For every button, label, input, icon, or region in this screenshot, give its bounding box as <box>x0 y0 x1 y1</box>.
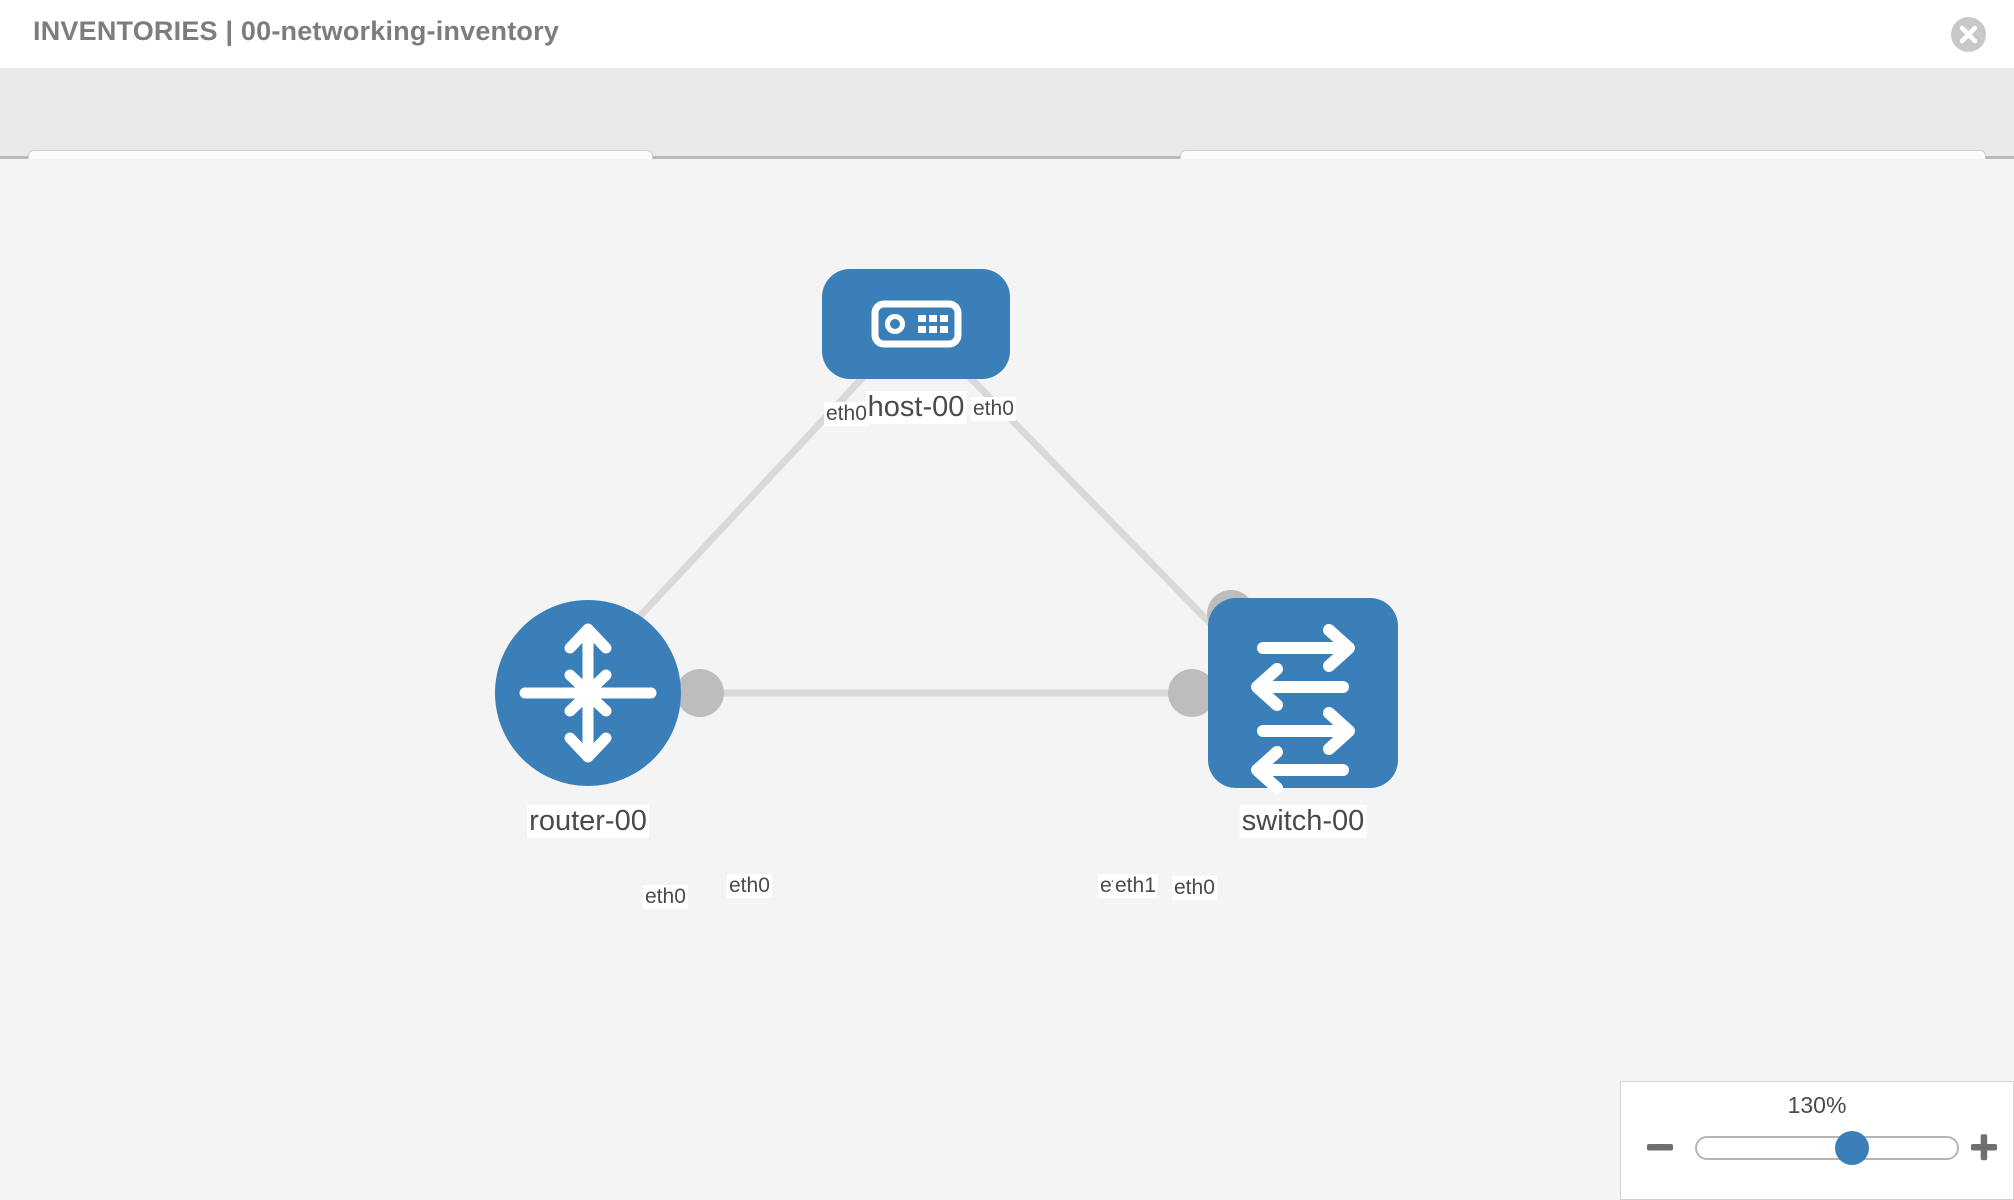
node-label-router-00: router-00 <box>527 805 649 839</box>
if-label-router-right: eth0 <box>727 874 772 899</box>
topology-graph <box>495 269 1398 794</box>
toolbar: ACTIONS SEARCH <box>0 68 2014 206</box>
minus-icon[interactable] <box>1643 1130 1677 1164</box>
zoom-percent-label: 130% <box>1787 1092 1847 1118</box>
page-header: INVENTORIES | 00-networking-inventory <box>0 0 2014 68</box>
if-label-host-left: eth0 <box>824 402 869 427</box>
page-title: INVENTORIES | 00-networking-inventory <box>33 16 560 46</box>
server-device-icon <box>871 300 962 348</box>
switch-arrows-icon <box>1251 624 1355 794</box>
router-arrows-icon <box>519 623 657 763</box>
zoom-slider-track[interactable] <box>1695 1131 1959 1165</box>
if-label-router-upper: eth0 <box>643 885 688 910</box>
if-label-host-right: eth0 <box>971 397 1016 422</box>
zoom-slider-row <box>1621 1130 2014 1170</box>
if-label-switch-left-b: eth1 <box>1113 874 1158 899</box>
if-label-switch-upper: eth0 <box>1172 876 1217 901</box>
zoom-control-panel: 130% <box>1620 1081 2014 1200</box>
node-host-00[interactable] <box>822 269 1010 379</box>
port-nub-switch-left <box>1168 669 1216 717</box>
node-label-host-00: host-00 <box>865 391 967 425</box>
plus-icon[interactable] <box>1967 1130 2001 1164</box>
node-router-00[interactable] <box>495 600 681 786</box>
topology-canvas[interactable]: host-00 router-00 switch-00 eth0 eth0 et… <box>0 159 2014 1200</box>
port-nub-router-right <box>676 669 724 717</box>
close-icon[interactable] <box>1951 17 1986 52</box>
zoom-slider-thumb[interactable] <box>1835 1131 1869 1165</box>
node-switch-00[interactable] <box>1208 598 1398 794</box>
node-label-switch-00: switch-00 <box>1239 805 1367 839</box>
